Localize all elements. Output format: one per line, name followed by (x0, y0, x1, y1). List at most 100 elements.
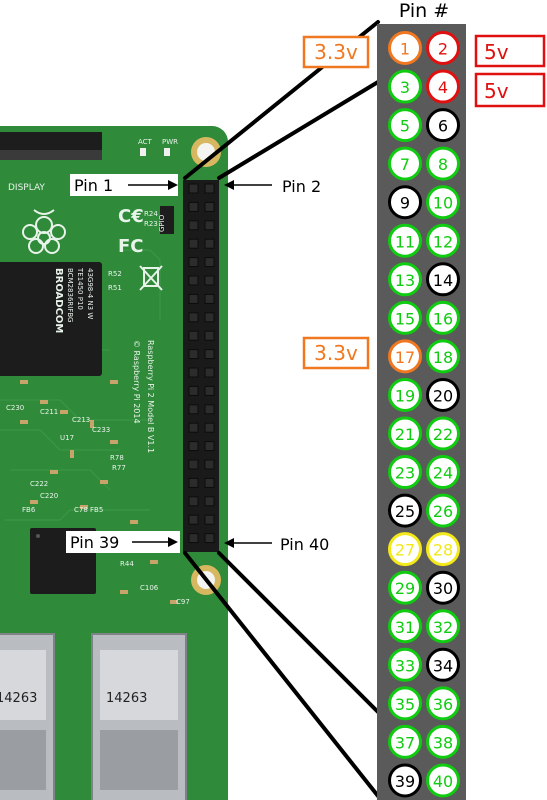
pin-23-circle (388, 455, 422, 490)
leader-line-top-right (217, 80, 380, 180)
header-pin (204, 257, 215, 268)
pin-29-circle (388, 570, 422, 605)
pin-11: 11 (388, 223, 422, 258)
svg-text:R78: R78 (110, 454, 124, 462)
pin-25-circle (388, 493, 422, 528)
pin-34-number: 34 (433, 656, 453, 675)
header-pin (188, 404, 199, 415)
power-label-pin4: 5v (474, 72, 546, 108)
pin-30-circle (426, 570, 460, 605)
arrow-left-icon (224, 538, 234, 548)
pin-32: 32 (426, 609, 460, 644)
pin-4-circle (426, 69, 460, 104)
header-pin (204, 349, 215, 360)
pin-39-circle (388, 763, 422, 798)
pin-34: 34 (426, 647, 460, 682)
svg-text:C78: C78 (74, 506, 88, 514)
pin-25-number: 25 (395, 502, 415, 521)
svg-text:R77: R77 (112, 464, 126, 472)
svg-text:R23: R23 (144, 220, 158, 228)
pinout-panel (377, 24, 466, 800)
svg-text:BCM2836RIFBG: BCM2836RIFBG (66, 268, 74, 322)
pin-8: 8 (426, 146, 460, 181)
pin-38-circle (426, 724, 460, 759)
header-pin (204, 533, 215, 544)
header-pin (204, 385, 215, 396)
pin-16: 16 (426, 300, 460, 335)
pin-21-circle (388, 416, 422, 451)
pin-7-circle (388, 146, 422, 181)
pin-38: 38 (426, 724, 460, 759)
pin-17-circle (388, 339, 422, 374)
pin-40-number: 40 (433, 772, 453, 791)
svg-text:R44: R44 (120, 560, 134, 568)
pin-12: 12 (426, 223, 460, 258)
pin-7-number: 7 (400, 155, 410, 174)
pin-22: 22 (426, 416, 460, 451)
header-pin (188, 349, 199, 360)
pin-4-number: 4 (438, 78, 448, 97)
pin-19: 19 (388, 377, 422, 412)
header-pin (188, 220, 199, 231)
header-pin (188, 275, 199, 286)
callout-pin1: Pin 1 (70, 174, 178, 196)
pin-5-circle (388, 108, 422, 143)
pin-9: 9 (388, 185, 422, 220)
pin-23: 23 (388, 455, 422, 490)
pin-3: 3 (388, 69, 422, 104)
pin-28-circle (426, 532, 460, 567)
display-silkscreen: DISPLAY (8, 183, 45, 193)
header-pin (188, 496, 199, 507)
pin-22-number: 22 (433, 425, 453, 444)
pin-15-number: 15 (395, 309, 415, 328)
pin-24-number: 24 (433, 464, 453, 483)
callout-pin2: Pin 2 (224, 177, 321, 196)
svg-text:43G98-4 N3 W: 43G98-4 N3 W (86, 268, 94, 319)
svg-text:C233: C233 (92, 426, 110, 434)
pin-37-circle (388, 724, 422, 759)
pin-10: 10 (426, 185, 460, 220)
act-silkscreen: ACT (138, 138, 153, 146)
pin-38-number: 38 (433, 733, 453, 752)
usb-port-left: 14263 (0, 633, 55, 800)
pin-18: 18 (426, 339, 460, 374)
pin-14: 14 (426, 262, 460, 297)
pin-34-circle (426, 647, 460, 682)
header-pin (204, 422, 215, 433)
header-pin (188, 514, 199, 525)
header-pin (204, 441, 215, 452)
pin-6-number: 6 (438, 117, 448, 136)
pin-10-circle (426, 185, 460, 220)
arrow-right-icon (168, 180, 178, 190)
pin-36-number: 36 (433, 695, 453, 714)
header-pin (188, 257, 199, 268)
header-pin (188, 422, 199, 433)
pin-40-circle (426, 763, 460, 798)
header-pin (188, 367, 199, 378)
header-pin (204, 367, 215, 378)
power-label-pin17: 3.3v (302, 336, 370, 370)
header-pin (204, 220, 215, 231)
pin-18-number: 18 (433, 348, 453, 367)
pin-33-number: 33 (395, 656, 415, 675)
header-pin (204, 404, 215, 415)
svg-text:C97: C97 (176, 598, 190, 606)
svg-text:5v: 5v (484, 79, 509, 103)
usb-port-right: 14263 (91, 633, 187, 800)
pin-2-circle (426, 31, 460, 65)
pin-28-number: 28 (433, 541, 453, 560)
svg-text:FB6: FB6 (22, 506, 36, 514)
pin-27-number: 27 (395, 541, 415, 560)
header-pin (188, 441, 199, 452)
pin-22-circle (426, 416, 460, 451)
pwr-silkscreen: PWR (162, 138, 178, 146)
header-pin (204, 496, 215, 507)
callout-pin39-label: Pin 39 (70, 533, 119, 552)
pin-9-number: 9 (400, 194, 410, 213)
pin-40: 40 (426, 763, 460, 798)
callout-pin40: Pin 40 (224, 535, 329, 554)
pin-3-circle (388, 69, 422, 104)
pin-31-circle (388, 609, 422, 644)
pin-18-circle (426, 339, 460, 374)
